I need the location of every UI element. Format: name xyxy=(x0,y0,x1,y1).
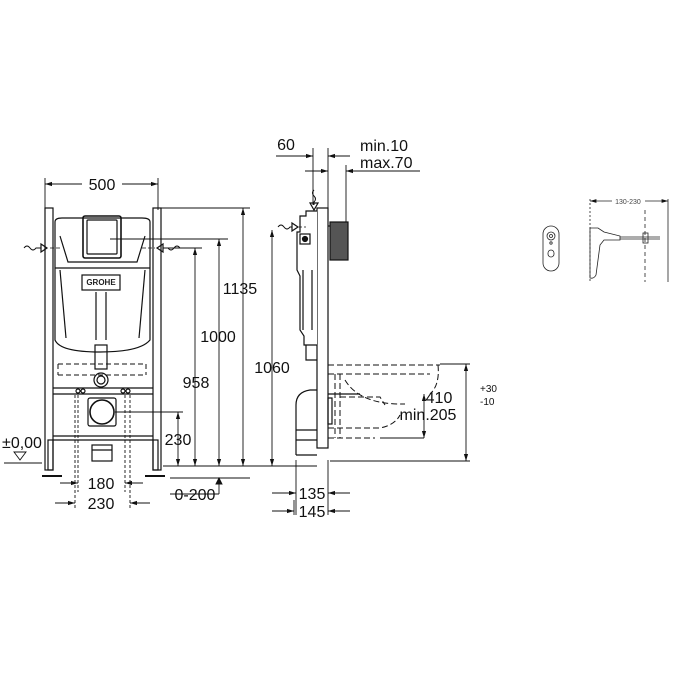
detail-view xyxy=(542,199,669,282)
height-1135-label: 1135 xyxy=(223,281,258,298)
side-dimensions xyxy=(269,148,470,515)
height-1000-label: 1000 xyxy=(200,329,236,346)
plate-min-label: min.10 xyxy=(360,138,408,155)
bolt-length-label: 130-230 xyxy=(615,199,641,206)
bolt-spacing-230-label: 230 xyxy=(88,496,115,513)
side-dimension-labels: 60 min.10 max.70 1060 min.205 410 +30 -1… xyxy=(254,137,497,521)
seat-height-label: 410 xyxy=(426,390,453,407)
height-1060-label: 1060 xyxy=(254,360,290,377)
seat-tolerance-minus: -10 xyxy=(480,397,495,408)
depth-145-label: 145 xyxy=(299,504,326,521)
grohe-logo: GROHE xyxy=(86,278,116,287)
front-view: GROHE xyxy=(23,207,181,477)
bolt-spacing-180-label: 180 xyxy=(88,476,115,493)
height-230-label: 230 xyxy=(165,432,192,449)
front-dimensions xyxy=(4,178,270,510)
plate-max-label: max.70 xyxy=(360,155,413,172)
side-view xyxy=(277,189,440,456)
top-offset-label: 60 xyxy=(277,137,295,154)
front-dimension-labels: 500 1135 1000 958 230 ±0,00 180 230 0-20… xyxy=(2,177,257,513)
floor-level-label: ±0,00 xyxy=(2,435,42,452)
depth-135-label: 135 xyxy=(299,486,326,503)
adjust-range-label: 0-200 xyxy=(175,487,216,504)
min-clearance-label: min.205 xyxy=(400,407,457,424)
height-958-label: 958 xyxy=(183,375,210,392)
seat-tolerance-plus: +30 xyxy=(480,384,497,395)
width-label: 500 xyxy=(89,177,116,194)
